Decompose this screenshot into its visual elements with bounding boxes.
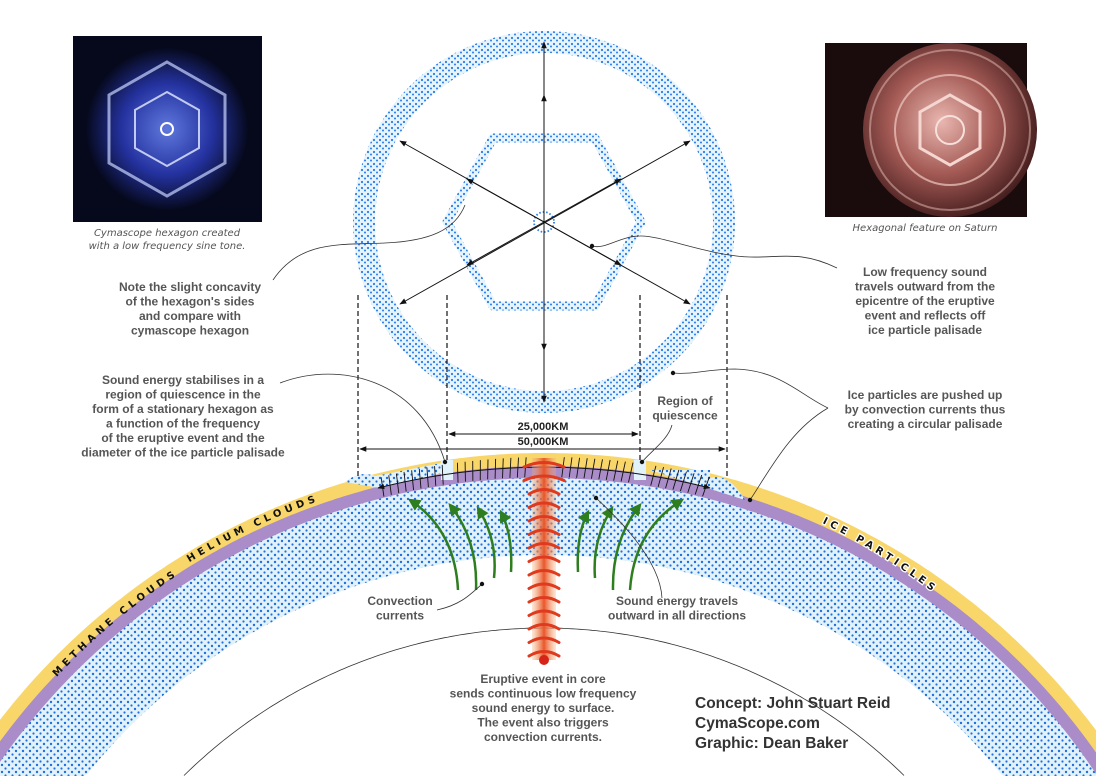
sound-wave-chevron — [527, 623, 561, 631]
sound-travels-note: Sound energy travels outward in all dire… — [608, 594, 746, 623]
svg-text:by convection currents thus: by convection currents thus — [845, 403, 1006, 417]
palisade-left — [345, 462, 447, 488]
callout-lines — [272, 204, 838, 611]
quiescence-note: Region of quiescence — [652, 394, 718, 423]
sound-wave-chevron — [527, 650, 561, 658]
convection-arrows — [407, 498, 685, 591]
svg-text:a function of the frequency: a function of the frequency — [106, 417, 260, 431]
eruption-column — [522, 458, 566, 665]
projection-lines — [357, 295, 728, 478]
svg-text:Ice particles are pushed up: Ice particles are pushed up — [848, 388, 1003, 402]
sound-wave-chevron — [527, 488, 561, 496]
concavity-note: Note the slight concavity of the hexagon… — [119, 280, 261, 338]
svg-text:event and reflects off: event and reflects off — [865, 309, 987, 323]
svg-text:Graphic: Dean Baker: Graphic: Dean Baker — [695, 735, 848, 752]
sound-wave-chevron — [522, 461, 566, 469]
svg-text:Convection: Convection — [367, 594, 432, 608]
convection-arrow — [499, 509, 513, 573]
sound-wave-chevron — [527, 555, 561, 563]
svg-text:Low frequency sound: Low frequency sound — [863, 265, 987, 279]
sound-wave-chevron — [527, 501, 561, 509]
svg-text:creating a circular palisade: creating a circular palisade — [848, 417, 1003, 431]
cymascope-caption-1: Cymascope hexagon created — [94, 228, 241, 239]
svg-text:diameter of the ice particle p: diameter of the ice particle palisade — [81, 446, 285, 460]
sound-wave-chevron — [527, 636, 561, 644]
quiescence-gap-right — [634, 460, 646, 480]
cymascope-caption-2: with a low frequency sine tone. — [89, 241, 246, 252]
eruptive-core-dot — [539, 655, 549, 665]
convection-arrow — [611, 503, 642, 591]
convection-arrow — [407, 498, 460, 591]
svg-text:outward in all directions: outward in all directions — [608, 609, 746, 623]
svg-text:quiescence: quiescence — [652, 409, 718, 423]
stabilises-note: Sound energy stabilises in a region of q… — [81, 373, 285, 460]
svg-text:sound energy to surface.: sound energy to surface. — [472, 701, 615, 715]
svg-text:Eruptive event in core: Eruptive event in core — [480, 672, 606, 686]
sound-wave-chevron — [527, 569, 561, 577]
sound-wave-chevron — [527, 515, 561, 523]
svg-text:travels outward from the: travels outward from the — [855, 280, 995, 294]
convection-arrow — [476, 505, 496, 579]
sound-wave-arrows — [399, 41, 691, 403]
saturn-hexagon-image — [825, 43, 1037, 217]
convection-arrow — [628, 498, 685, 591]
convection-arrow — [576, 509, 590, 573]
svg-text:Region of: Region of — [657, 394, 713, 408]
sound-wave-chevron — [527, 596, 561, 604]
cymascope-image — [73, 36, 262, 222]
convection-note: Convection currents — [367, 594, 432, 623]
ice-pushed-note: Ice particles are pushed up by convectio… — [845, 388, 1006, 431]
dimension-inner-label: 25,000KM — [518, 421, 569, 433]
svg-text:The event also triggers: The event also triggers — [477, 716, 609, 730]
credits: Concept: John Stuart Reid CymaScope.com … — [695, 695, 890, 752]
svg-text:Sound energy stabilises in a: Sound energy stabilises in a — [102, 373, 264, 387]
svg-text:cymascope hexagon: cymascope hexagon — [131, 324, 249, 338]
sound-wave-chevron — [527, 542, 561, 550]
svg-text:Note the slight concavity: Note the slight concavity — [119, 280, 261, 294]
eruptive-note: Eruptive event in core sends continuous … — [450, 672, 637, 744]
svg-text:sends continuous low frequency: sends continuous low frequency — [450, 687, 637, 701]
sound-wave-chevron — [527, 582, 561, 590]
svg-text:of the eruptive event and the: of the eruptive event and the — [101, 431, 265, 445]
svg-text:form of a stationary hexagon a: form of a stationary hexagon as — [92, 402, 274, 416]
svg-text:ice particle palisade: ice particle palisade — [868, 323, 982, 337]
interior-fill — [0, 555, 1096, 776]
convection-arrow — [448, 503, 478, 591]
svg-text:convection currents.: convection currents. — [484, 730, 602, 744]
svg-text:CymaScope.com: CymaScope.com — [695, 715, 820, 732]
svg-text:of the hexagon's sides: of the hexagon's sides — [126, 295, 255, 309]
low-frequency-note: Low frequency sound travels outward from… — [855, 265, 995, 337]
svg-text:and compare with: and compare with — [139, 309, 241, 323]
svg-text:Sound energy travels: Sound energy travels — [616, 594, 738, 608]
convection-arrow — [593, 505, 614, 579]
sound-wave-chevron — [522, 474, 566, 482]
svg-text:currents: currents — [376, 609, 424, 623]
sound-wave-chevron — [527, 528, 561, 536]
svg-text:epicentre of the eruptive: epicentre of the eruptive — [855, 294, 995, 308]
saturn-caption: Hexagonal feature on Saturn — [853, 223, 998, 234]
dimension-outer-label: 50,000KM — [518, 436, 569, 448]
sound-wave-chevron — [527, 609, 561, 617]
svg-text:Concept: John Stuart Reid: Concept: John Stuart Reid — [695, 695, 890, 712]
svg-text:region of quiescence in the: region of quiescence in the — [105, 388, 261, 402]
